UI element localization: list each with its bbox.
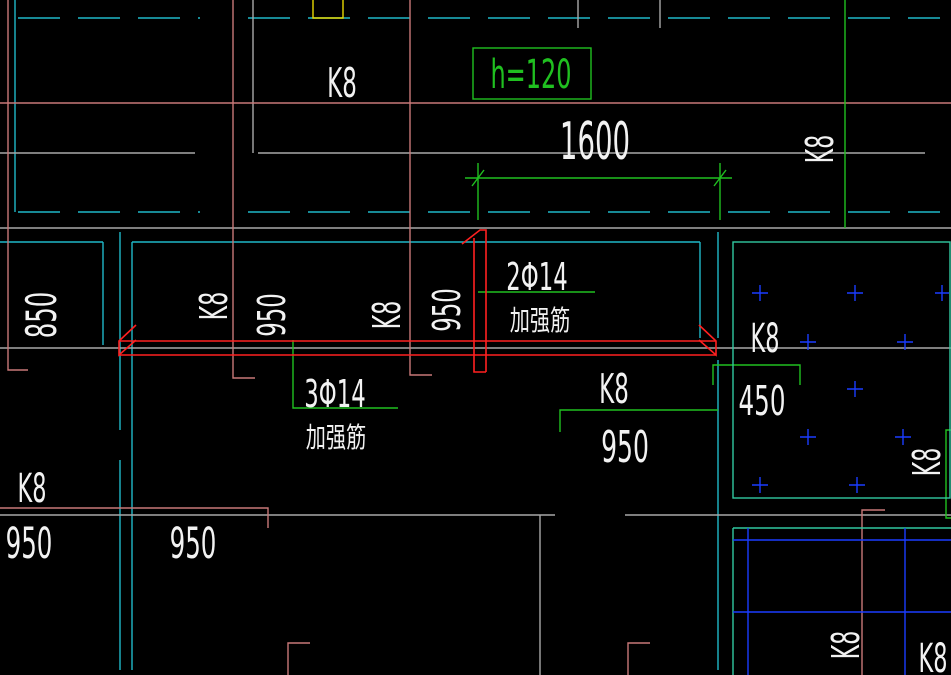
label-bracket-center <box>559 409 718 432</box>
bar-mark-label: K8 <box>18 465 47 512</box>
rebar-leader-lower <box>292 340 398 409</box>
beam-line <box>627 642 650 675</box>
reinforcement-bars <box>118 229 717 373</box>
highlight-box <box>312 0 344 19</box>
beam-line <box>861 509 885 675</box>
axis-lines <box>18 17 940 213</box>
bar-mark-label: K8 <box>366 301 410 329</box>
dimension-tick-right <box>713 169 727 187</box>
slab-thickness-label: h=120 <box>490 50 571 97</box>
bar-length-label: 950 <box>601 423 649 473</box>
text-annotations: K8 h=120 1600 K8 850 K8 950 K8 950 2Φ14 … <box>6 50 950 675</box>
rebar-upper-note: 加强筋 <box>510 304 570 337</box>
bar-mark-label: K8 <box>825 631 869 659</box>
hatch-cross-mark <box>847 285 863 301</box>
span-dimension-label: 1600 <box>560 110 630 171</box>
bar-mark-label: K8 <box>919 635 948 675</box>
beam-line <box>232 0 255 379</box>
bar-mark-label: K8 <box>193 292 237 320</box>
beam-line <box>7 0 28 371</box>
slab-thickness-box <box>472 47 592 100</box>
bar-length-label: 950 <box>426 288 470 332</box>
hatch-marks <box>733 285 951 675</box>
hatch-cross-mark <box>895 429 911 445</box>
label-bracket-450 <box>712 364 801 385</box>
rebar-lower-spec: 3Φ14 <box>304 373 365 417</box>
wall-outlines <box>0 0 719 670</box>
hatch-cross-mark <box>847 381 863 397</box>
beam-line <box>409 0 432 376</box>
rebar-upper-spec: 2Φ14 <box>506 256 567 300</box>
dimension-tick-left <box>471 169 485 187</box>
hatch-cross-mark <box>752 285 768 301</box>
bar-length-label: 950 <box>6 520 53 569</box>
annotation-lines <box>292 0 951 519</box>
panel-edges <box>732 241 951 675</box>
hatch-cross-mark <box>897 334 913 350</box>
rebar-vertical-outer <box>461 229 487 372</box>
hatch-cross-mark <box>849 477 865 493</box>
hatched-panel <box>732 241 951 499</box>
hatch-cross-mark <box>800 429 816 445</box>
hatch-cross-mark <box>752 477 768 493</box>
bar-mark-label: K8 <box>799 135 843 163</box>
rebar-hook-right <box>698 324 717 357</box>
bar-mark-label: K8 <box>599 365 629 413</box>
bar-length-label: 950 <box>251 293 295 337</box>
slab-mark-label: K8 <box>327 59 357 107</box>
hatch-cross-mark <box>935 285 949 301</box>
beam-line <box>0 507 269 528</box>
bar-mark-label: K8 <box>751 315 780 362</box>
bar-length-label: 450 <box>739 377 786 424</box>
bar-length-label: 950 <box>170 520 217 569</box>
hatch-cross-mark <box>800 334 816 350</box>
bar-length-label: 850 <box>18 292 67 338</box>
rebar-lower-note: 加强筋 <box>306 421 366 454</box>
beam-line <box>287 642 310 675</box>
edge-bracket <box>945 429 951 519</box>
rebar-vertical-inner <box>473 238 486 373</box>
rebar-hook-left <box>118 324 137 357</box>
bar-mark-label: K8 <box>906 448 950 476</box>
